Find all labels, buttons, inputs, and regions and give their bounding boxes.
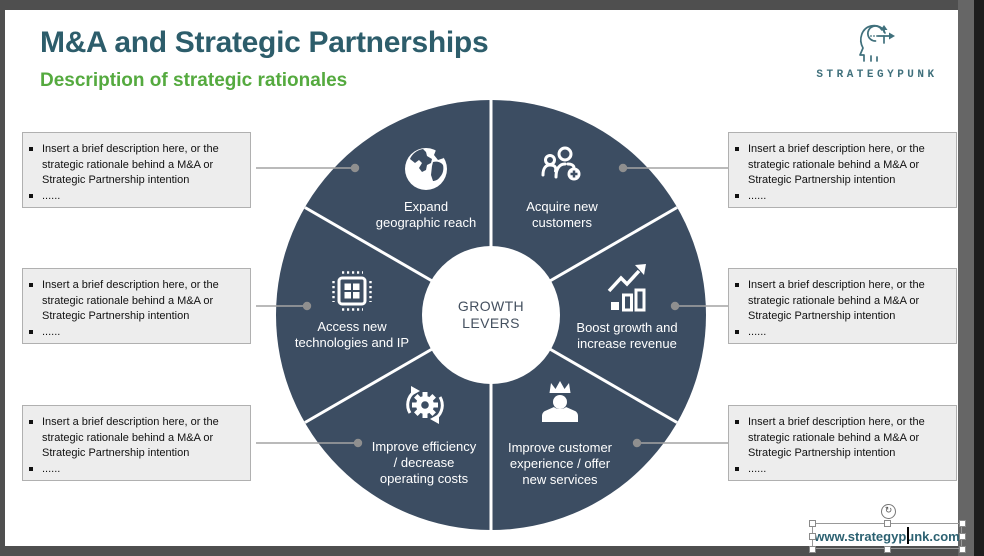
people-add-icon (541, 146, 581, 181)
gear-refresh-icon (406, 386, 444, 424)
bullet-icon (29, 415, 42, 462)
window-frame-right (958, 0, 974, 556)
description-box-top-left[interactable]: Insert a brief description here, or the … (22, 132, 251, 208)
bullet-icon (29, 278, 42, 325)
globe-icon (405, 148, 447, 190)
segment-label-acquire-new-customers: Acquire new customers (526, 199, 598, 230)
bullet-icon (29, 189, 42, 205)
bullet-icon (735, 278, 748, 325)
strategypunk-logo: STRATEGYPUNK (797, 20, 957, 81)
hub-label: GROWTH LEVERS (457, 298, 525, 331)
selection-handle-bottom-left[interactable] (808, 545, 816, 553)
page-subtitle: Description of strategic rationales (40, 70, 348, 91)
chip-icon (332, 271, 372, 311)
bullet-icon (735, 415, 748, 462)
bullet-icon (29, 142, 42, 189)
description-box-mid-left[interactable]: Insert a brief description here, or the … (22, 268, 251, 344)
wheel-hub (422, 246, 560, 384)
footer-url[interactable]: www.strategypunk.com (814, 528, 960, 544)
selection-handle-bottom-right[interactable] (958, 545, 966, 553)
selection-handle-top-mid[interactable] (883, 519, 891, 527)
segment-label-expand-geographic-reach: Expand geographic reach (375, 199, 477, 230)
bullet-icon (735, 142, 748, 189)
description-box-bottom-left[interactable]: Insert a brief description here, or the … (22, 405, 251, 481)
rotate-handle[interactable]: ↻ (881, 504, 896, 519)
segment-label-improve-efficiency: Improve efficiency / decrease operating … (371, 439, 477, 486)
connector-dots (302, 163, 680, 448)
slide-canvas: M&A and Strategic Partnerships Descripti… (5, 10, 966, 553)
bullet-icon (735, 189, 748, 205)
connector-lines (256, 167, 728, 444)
selection-handle-mid-right[interactable] (958, 532, 966, 540)
growth-levers-wheel (256, 100, 728, 530)
description-box-bottom-right[interactable]: Insert a brief description here, or the … (728, 405, 957, 481)
bar-chart-growth-icon (607, 264, 646, 312)
selection-handle-top-left[interactable] (808, 519, 816, 527)
description-box-mid-right[interactable]: Insert a brief description here, or the … (728, 268, 957, 344)
selection-handle-bottom-mid[interactable] (883, 545, 891, 553)
selection-handle-top-right[interactable] (958, 519, 966, 527)
segment-label-access-new-technologies: Access new technologies and IP (294, 319, 410, 350)
brand-name: STRATEGYPUNK (816, 69, 938, 81)
description-box-top-right[interactable]: Insert a brief description here, or the … (728, 132, 957, 208)
crowned-customer-icon (542, 381, 578, 422)
segment-label-boost-growth: Boost growth and increase revenue (576, 320, 678, 351)
page-title: M&A and Strategic Partnerships (40, 26, 489, 59)
selection-handle-mid-left[interactable] (808, 532, 816, 540)
text-cursor (907, 527, 909, 544)
bullet-icon (29, 325, 42, 341)
app-background-strip (974, 0, 984, 556)
segment-label-improve-customer-experience: Improve customer experience / offer new … (507, 440, 613, 487)
head-profile-icon (859, 24, 895, 62)
bullet-icon (735, 462, 748, 478)
bullet-icon (735, 325, 748, 341)
bullet-icon (29, 462, 42, 478)
